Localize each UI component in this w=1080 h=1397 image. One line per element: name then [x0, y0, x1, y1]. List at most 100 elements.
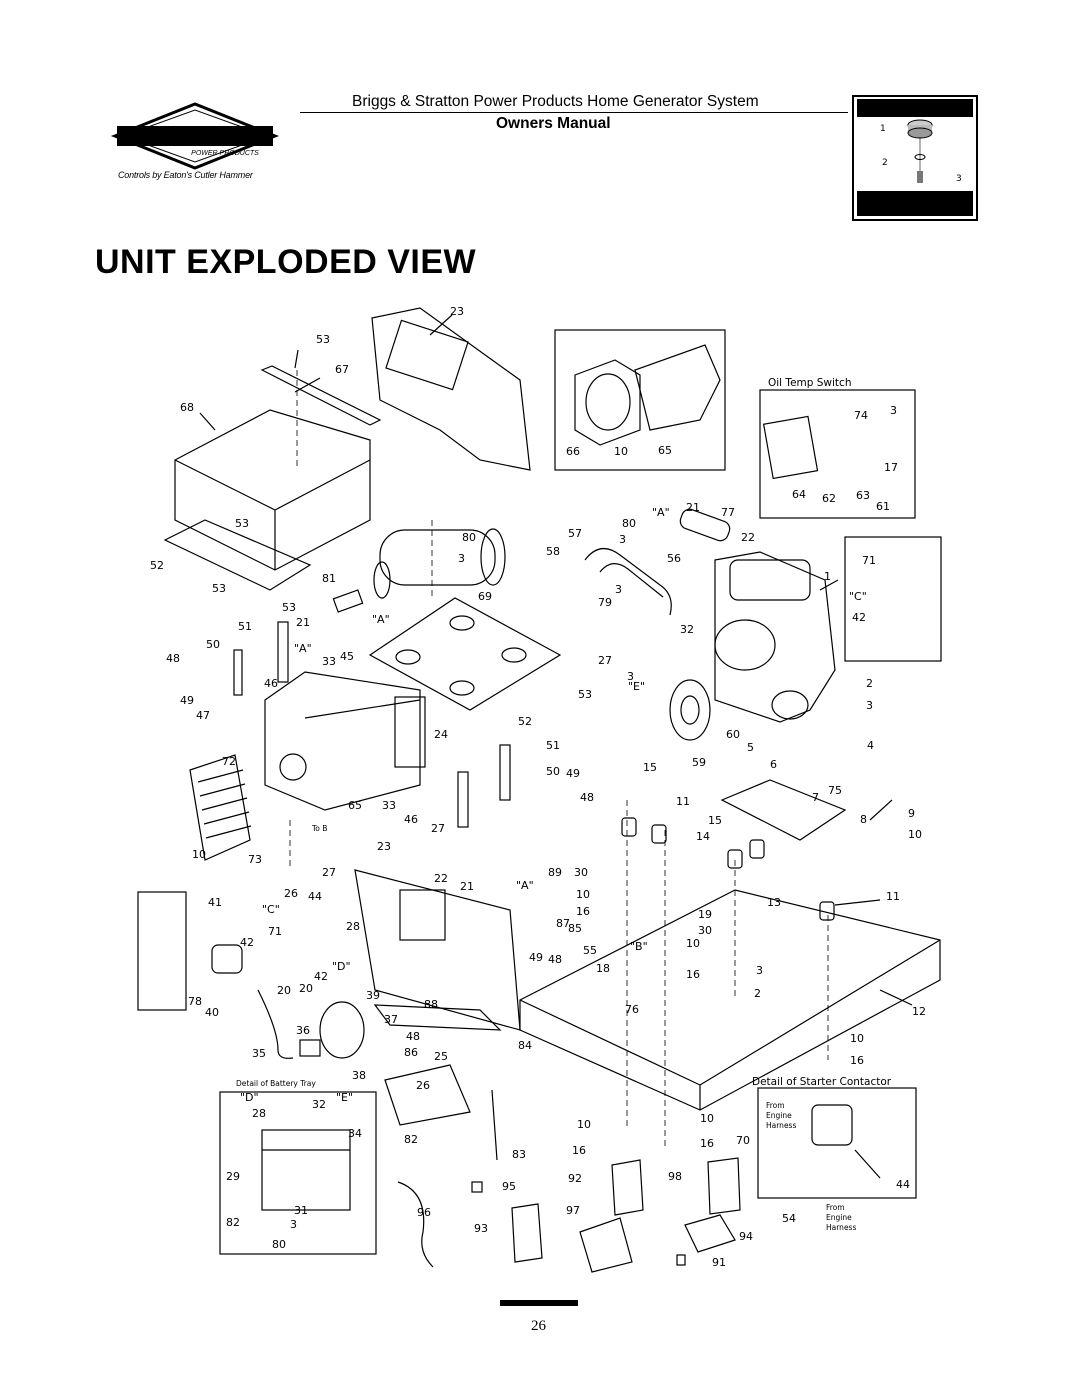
callout-93: 93 — [474, 1222, 488, 1235]
callout-76: 76 — [625, 1003, 639, 1016]
callout-49: 49 — [529, 951, 543, 964]
caption-to-b: To B — [311, 824, 327, 833]
callout-25: 25 — [434, 1050, 448, 1063]
callout-39: 39 — [366, 989, 380, 1002]
callout-16: 16 — [576, 905, 590, 918]
callout-3: 3 — [290, 1218, 297, 1231]
harness-label-top-2: Engine — [766, 1111, 792, 1120]
callout-51: 51 — [546, 739, 560, 752]
callout-49: 49 — [566, 767, 580, 780]
callout-2: 2 — [754, 987, 761, 1000]
callout-10: 10 — [614, 445, 628, 458]
badge-bottom-word: Views — [889, 194, 940, 216]
callout-21: 21 — [686, 501, 700, 514]
callout-33: 33 — [322, 655, 336, 668]
callout-74: 74 — [854, 409, 868, 422]
callout-63: 63 — [856, 489, 870, 502]
callout-3: 3 — [756, 964, 763, 977]
document-title: Briggs & Stratton Power Products Home Ge… — [352, 93, 759, 110]
callout-86: 86 — [404, 1046, 418, 1059]
ref-marker-e: "E" — [336, 1091, 353, 1104]
harness-label-bottom-1: From — [826, 1203, 845, 1212]
callout-94: 94 — [739, 1230, 753, 1243]
callout-9: 9 — [908, 807, 915, 820]
callout-20: 20 — [277, 984, 291, 997]
callout-22: 22 — [741, 531, 755, 544]
callout-71: 71 — [862, 554, 876, 567]
callout-52: 52 — [518, 715, 532, 728]
badge-callout-3: 3 — [956, 174, 962, 184]
callout-15: 15 — [643, 761, 657, 774]
callout-65: 65 — [348, 799, 362, 812]
callout-36: 36 — [296, 1024, 310, 1037]
callout-60: 60 — [726, 728, 740, 741]
callout-23: 23 — [450, 305, 464, 318]
ref-marker-e: "E" — [628, 680, 645, 693]
callout-59: 59 — [692, 756, 706, 769]
callout-96: 96 — [417, 1206, 431, 1219]
callout-54: 54 — [782, 1212, 796, 1225]
caption-starter-contactor: Detail of Starter Contactor — [752, 1076, 892, 1088]
callout-11: 11 — [676, 795, 690, 808]
callout-80: 80 — [272, 1238, 286, 1251]
callout-3: 3 — [615, 583, 622, 596]
brand-tagline: Controls by Eaton's Cutler Hammer — [118, 170, 253, 180]
callout-15: 15 — [708, 814, 722, 827]
callout-85: 85 — [568, 922, 582, 935]
callout-10: 10 — [908, 828, 922, 841]
callout-66: 66 — [566, 445, 580, 458]
callout-3: 3 — [866, 699, 873, 712]
callout-10: 10 — [576, 888, 590, 901]
callout-46: 46 — [264, 677, 278, 690]
callout-41: 41 — [208, 896, 222, 909]
callout-26: 26 — [284, 887, 298, 900]
callout-53: 53 — [316, 333, 330, 346]
callout-48: 48 — [548, 953, 562, 966]
callout-12: 12 — [912, 1005, 926, 1018]
callout-80: 80 — [462, 531, 476, 544]
callout-3: 3 — [619, 533, 626, 546]
callout-42: 42 — [240, 936, 254, 949]
callout-48: 48 — [406, 1030, 420, 1043]
callout-32: 32 — [312, 1098, 326, 1111]
callout-14: 14 — [696, 830, 710, 843]
callout-80: 80 — [622, 517, 636, 530]
callout-88: 88 — [424, 998, 438, 1011]
callout-53: 53 — [578, 688, 592, 701]
callout-68: 68 — [180, 401, 194, 414]
callout-40: 40 — [205, 1006, 219, 1019]
callout-98: 98 — [668, 1170, 682, 1183]
badge-callout-2: 2 — [882, 158, 888, 168]
exploded-view-diagram: 23 53 67 68 53 52 53 80 3 81 69 53 51 21… — [137, 305, 942, 1273]
callout-18: 18 — [596, 962, 610, 975]
callout-77: 77 — [721, 506, 735, 519]
callout-83: 83 — [512, 1148, 526, 1161]
callout-52: 52 — [150, 559, 164, 572]
badge-top-word: Exploded — [886, 102, 944, 117]
callout-47: 47 — [196, 709, 210, 722]
ref-marker-a: "A" — [652, 506, 670, 519]
callout-71: 71 — [268, 925, 282, 938]
callout-7: 7 — [812, 791, 819, 804]
callout-53: 53 — [212, 582, 226, 595]
callout-2: 2 — [866, 677, 873, 690]
callout-81: 81 — [322, 572, 336, 585]
callout-1: 1 — [824, 570, 831, 583]
callout-65: 65 — [658, 444, 672, 457]
callout-4: 4 — [867, 739, 874, 752]
callout-16: 16 — [572, 1144, 586, 1157]
callout-13: 13 — [767, 896, 781, 909]
brand-name: Briggs & Stratton — [137, 128, 253, 144]
callout-27: 27 — [431, 822, 445, 835]
callout-44: 44 — [896, 1178, 910, 1191]
callout-3: 3 — [627, 670, 634, 683]
callout-91: 91 — [712, 1256, 726, 1269]
callout-44: 44 — [308, 890, 322, 903]
callout-10: 10 — [700, 1112, 714, 1125]
callout-35: 35 — [252, 1047, 266, 1060]
callout-82: 82 — [226, 1216, 240, 1229]
brand-division: POWER PRODUCTS — [191, 150, 259, 157]
callout-78: 78 — [188, 995, 202, 1008]
callout-21: 21 — [460, 880, 474, 893]
callout-34: 34 — [348, 1127, 362, 1140]
